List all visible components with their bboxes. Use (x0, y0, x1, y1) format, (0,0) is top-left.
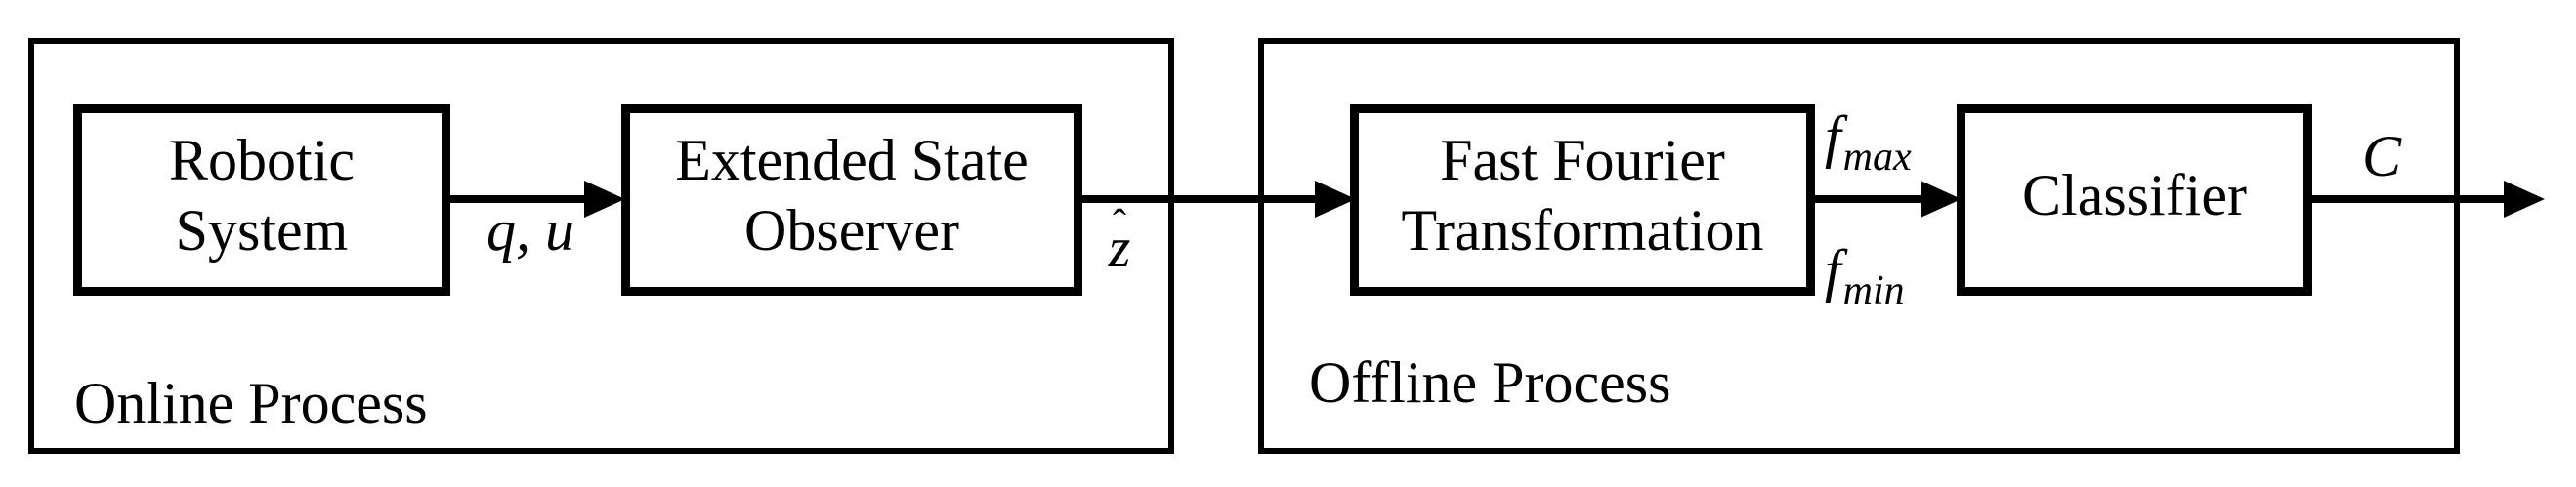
robotic-system-box: Robotic System (73, 104, 450, 296)
signal-label-f-max-base: f (1825, 104, 1841, 169)
arrow-fft-to-classifier-head-icon (1921, 181, 1962, 218)
offline-process-container: Fast Fourier Transformation Classifier O… (1258, 38, 2460, 454)
online-process-label: Online Process (74, 371, 428, 435)
arrow-classifier-output-line (2310, 195, 2504, 203)
online-process-container: Robotic System Extended State Observer O… (28, 38, 1174, 454)
arrow-classifier-output-head-icon (2504, 181, 2545, 218)
signal-label-q-u: q, u (486, 198, 574, 263)
fast-fourier-transformation-box: Fast Fourier Transformation (1350, 104, 1815, 296)
arrow-observer-to-fft-line (1078, 195, 1315, 203)
signal-label-c: C (2361, 124, 2402, 188)
signal-label-f-max: fmax (1825, 104, 1912, 180)
offline-process-label: Offline Process (1309, 350, 1671, 415)
arrow-fft-to-classifier-line (1813, 195, 1921, 203)
arrow-robotic-to-observer-head-icon (584, 181, 625, 218)
extended-state-observer-label-line2: Observer (744, 198, 959, 263)
fast-fourier-transformation-label-line1: Fast Fourier (1440, 128, 1725, 192)
signal-label-f-min-base: f (1825, 238, 1841, 303)
circumflex-hat-icon: ˆ (1113, 202, 1126, 247)
extended-state-observer-label-line1: Extended State (675, 128, 1029, 192)
robotic-system-label-line1: Robotic (169, 128, 355, 192)
signal-label-z-hat-base: z (1108, 216, 1131, 279)
signal-label-f-max-subscript: max (1842, 135, 1912, 180)
classifier-box: Classifier (1957, 104, 2312, 296)
signal-label-f-min-subscript: min (1842, 268, 1905, 313)
fast-fourier-transformation-label-line2: Transformation (1401, 198, 1764, 263)
signal-label-z-hat: ˆ z (1092, 204, 1147, 279)
arrow-observer-to-fft-head-icon (1315, 181, 1356, 218)
classifier-label: Classifier (2022, 163, 2247, 227)
arrow-robotic-to-observer-line (444, 195, 584, 203)
robotic-system-label-line2: System (175, 198, 349, 263)
signal-label-f-min: fmin (1825, 238, 1905, 313)
extended-state-observer-box: Extended State Observer (621, 104, 1082, 296)
